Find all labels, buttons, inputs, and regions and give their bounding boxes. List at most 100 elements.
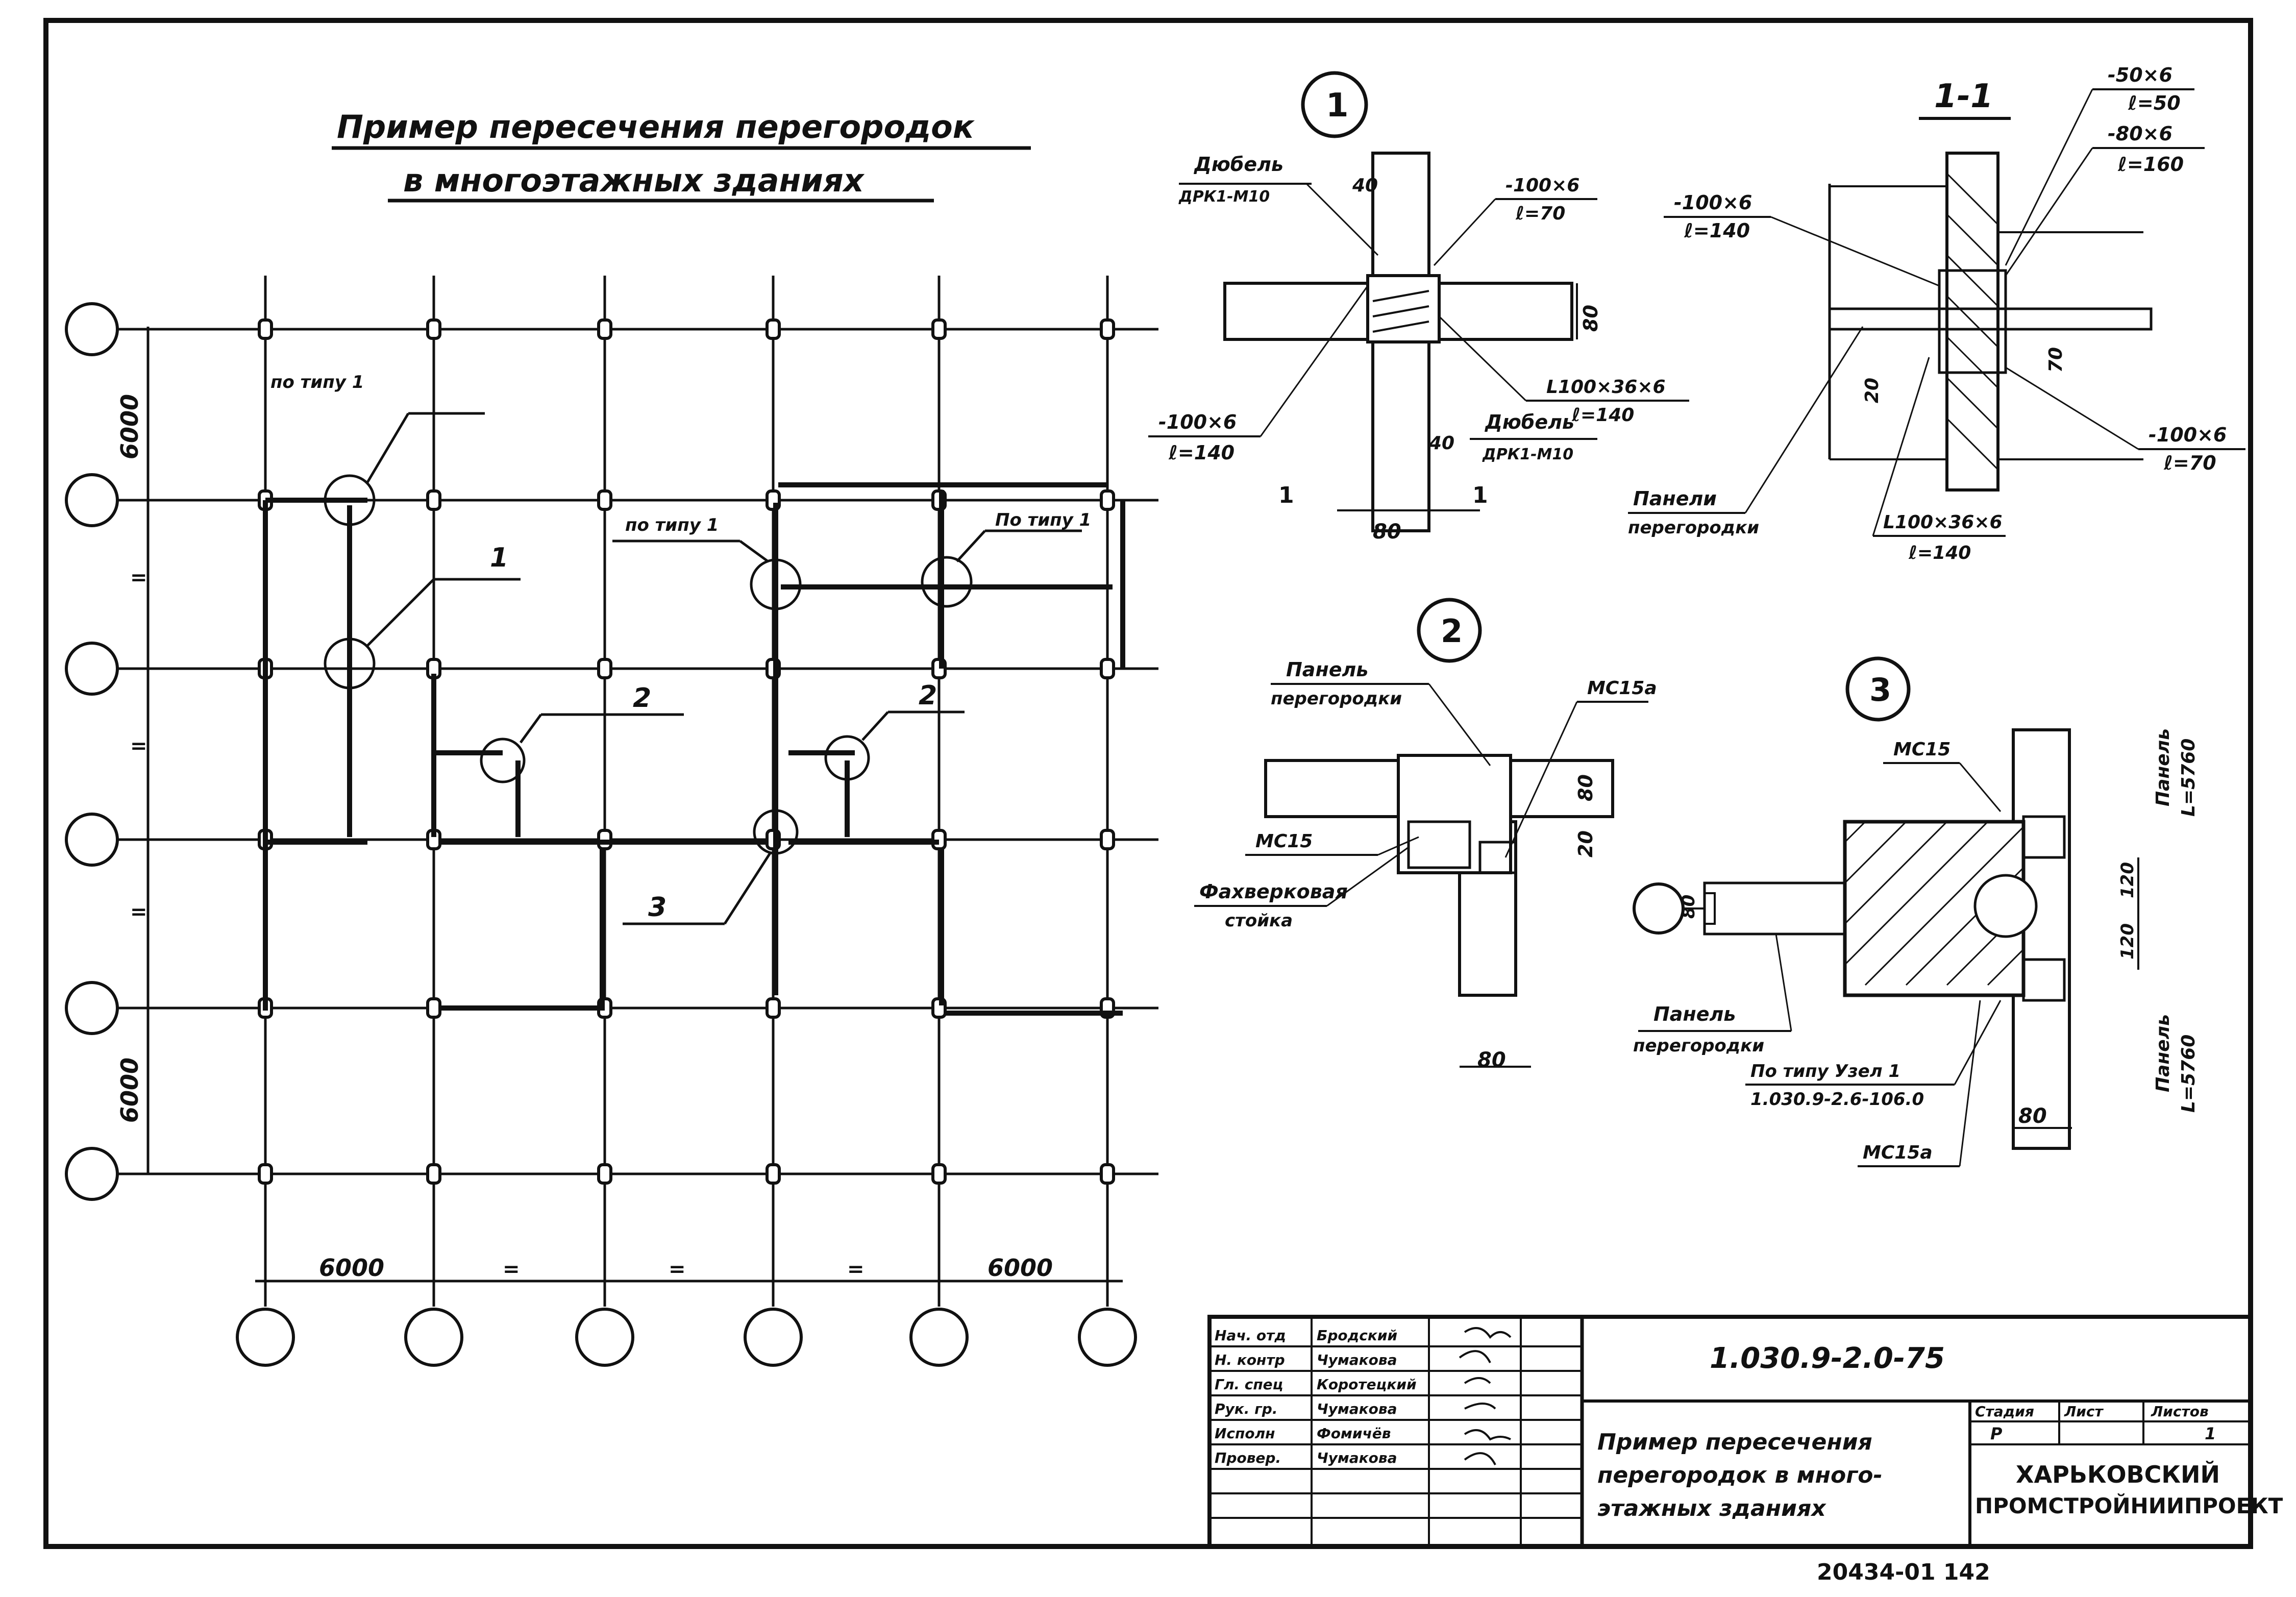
node3-panel-left-line2: перегородки (1633, 1036, 1764, 1056)
node1-dim-40-bottom: 40 (1428, 433, 1454, 454)
section-title: 1-1 (1934, 78, 1993, 115)
node2-dim-80: 80 (1574, 774, 1597, 801)
node3-ref-line1: По типу Узел 1 (1750, 1061, 1900, 1082)
callout-type1-right: По типу 1 (995, 510, 1091, 530)
node1-plate-left-size: -100×6 (1158, 411, 1237, 433)
column-mark (426, 318, 441, 340)
node-1-detail: 1 Дюбель ДРК1-М10 40 -100×6 ℓ=70 80 -100… (1148, 71, 1689, 544)
grid-bubble-col (404, 1308, 463, 1367)
column-mark (1100, 829, 1115, 850)
stamp-title-line1: Пример пересечения (1597, 1429, 1872, 1455)
sec-dim-20: 20 (1862, 378, 1883, 403)
sec-plate50-size: -50×6 (2108, 64, 2172, 86)
stamp-sheets: 1 (2205, 1424, 2216, 1443)
partition-walls (263, 482, 1125, 1016)
column-mark (1100, 318, 1115, 340)
title-line1: Пример пересечения перегородок (337, 108, 975, 145)
stamp-role: Рук. гр. (1215, 1401, 1277, 1417)
node3-panel-top-line1: Панель (2153, 728, 2174, 806)
sec-plate-right-size: -100×6 (2149, 424, 2227, 446)
column-mark (597, 489, 612, 511)
stamp-role: Исполн (1215, 1425, 1275, 1442)
dim-repeat-6: = (847, 1258, 865, 1281)
signatures (1459, 1327, 1512, 1465)
stamp-sheets-label: Листов (2151, 1403, 2209, 1420)
section-1-1: 1-1 -50×6 ℓ=50 -80×6 ℓ=160 -100×6 ℓ=140 … (1628, 64, 2245, 563)
stamp-code: 1.030.9-2.0-75 (1710, 1342, 1945, 1375)
stamp-title-line2: перегородок в много- (1597, 1462, 1883, 1488)
node2-panel-line1: Панель (1286, 658, 1368, 681)
stamp-person: Чумакова (1317, 1352, 1397, 1368)
dim-repeat-5: = (669, 1258, 686, 1281)
stamp-stage-label: Стадия (1975, 1403, 2034, 1420)
node1-plate-top-len: ℓ=70 (1515, 203, 1565, 224)
node1-dowel-top-spec: ДРК1-М10 (1178, 188, 1270, 206)
column-mark (597, 318, 612, 340)
node2-panel-line2: перегородки (1271, 689, 1402, 709)
callout-3: 3 (648, 892, 666, 923)
column-mark (597, 658, 612, 679)
stamp-org-line1: ХАРЬКОВСКИЙ (2016, 1461, 2220, 1488)
plan-dimensions: 6000 6000 = = = 6000 6000 = = = (116, 327, 1123, 1283)
stamp-role: Н. контр (1215, 1352, 1285, 1368)
stamp-stage: Р (1990, 1424, 2003, 1443)
column-mark (766, 1163, 781, 1185)
stamp-role: Гл. спец (1215, 1376, 1283, 1393)
grid-bubble-col (909, 1308, 969, 1367)
column-mark (1100, 489, 1115, 511)
column-mark (426, 997, 441, 1019)
grid-bubble-row (65, 302, 119, 356)
node1-dowel-bottom-name: Дюбель (1485, 411, 1574, 433)
node1-plate-top-size: -100×6 (1505, 175, 1579, 196)
node-3-number: 3 (1869, 671, 1891, 708)
column-mark (426, 1163, 441, 1185)
node3-panel-bottom-line1: Панель (2153, 1014, 2174, 1092)
column-mark (931, 318, 947, 340)
dim-6000-top: 6000 (116, 394, 143, 459)
stamp-title-line3: этажных зданиях (1597, 1495, 1826, 1521)
stamp-person: Фомичёв (1317, 1425, 1391, 1442)
node-callouts (324, 412, 1082, 925)
grid-bubble-col (575, 1308, 634, 1367)
grid-bubbles (65, 302, 1137, 1367)
node-2-number: 2 (1441, 612, 1463, 650)
column-mark (597, 1163, 612, 1185)
sec-panels-line1: Панели (1633, 487, 1717, 510)
grid-bubble-row (65, 642, 119, 696)
node2-dim-80-bottom: 80 (1477, 1048, 1506, 1072)
grid-bubble-col (1078, 1308, 1137, 1367)
sec-angle-size: L100×36×6 (1883, 512, 2003, 533)
grid-bubble-col (236, 1308, 295, 1367)
dim-repeat-4: = (503, 1258, 520, 1281)
stamp-role: Провер. (1215, 1449, 1281, 1466)
node1-angle-len: ℓ=140 (1571, 405, 1634, 426)
node3-ref-line2: 1.030.9-2.6-106.0 (1750, 1089, 1924, 1110)
node2-mc15a: МС15а (1587, 678, 1657, 699)
stamp-person: Чумакова (1317, 1449, 1397, 1466)
node1-dowel-bottom-spec: ДРК1-М10 (1482, 446, 1573, 463)
node3-mc15a: МС15а (1863, 1142, 1933, 1163)
node3-panel-bottom-line2: L=5760 (2178, 1035, 2199, 1113)
node-2-detail: 2 Панель перегородки МС15а 80 20 МС15 Фа… (1194, 598, 1657, 1072)
node1-section-mark-right: 1 (1472, 482, 1488, 508)
node1-dowel-top-name: Дюбель (1194, 153, 1283, 176)
column-mark (1100, 1163, 1115, 1185)
column-mark (931, 1163, 947, 1185)
column-mark (258, 318, 273, 340)
sec-plate-right-len: ℓ=70 (2163, 452, 2216, 474)
node1-angle-size: L100×36×6 (1546, 377, 1666, 398)
sec-plate80-size: -80×6 (2108, 122, 2172, 145)
node3-dim-120a: 120 (2117, 862, 2138, 898)
node1-dim-80-right: 80 (1579, 305, 1602, 332)
stamp-org-line2: ПРОМСТРОЙНИИПРОЕКТ (1975, 1493, 2283, 1518)
node3-dim-80-bottom: 80 (2018, 1104, 2047, 1128)
sheet-frame (43, 18, 2253, 1549)
dim-6000-bottom: 6000 (116, 1058, 143, 1123)
callout-2-left: 2 (633, 683, 651, 714)
drawing-title: Пример пересечения перегородок в многоэт… (332, 108, 1031, 203)
node-1-number: 1 (1326, 87, 1349, 125)
callout-type1-left: по типу 1 (270, 372, 364, 392)
dim-repeat-2: = (130, 734, 147, 758)
